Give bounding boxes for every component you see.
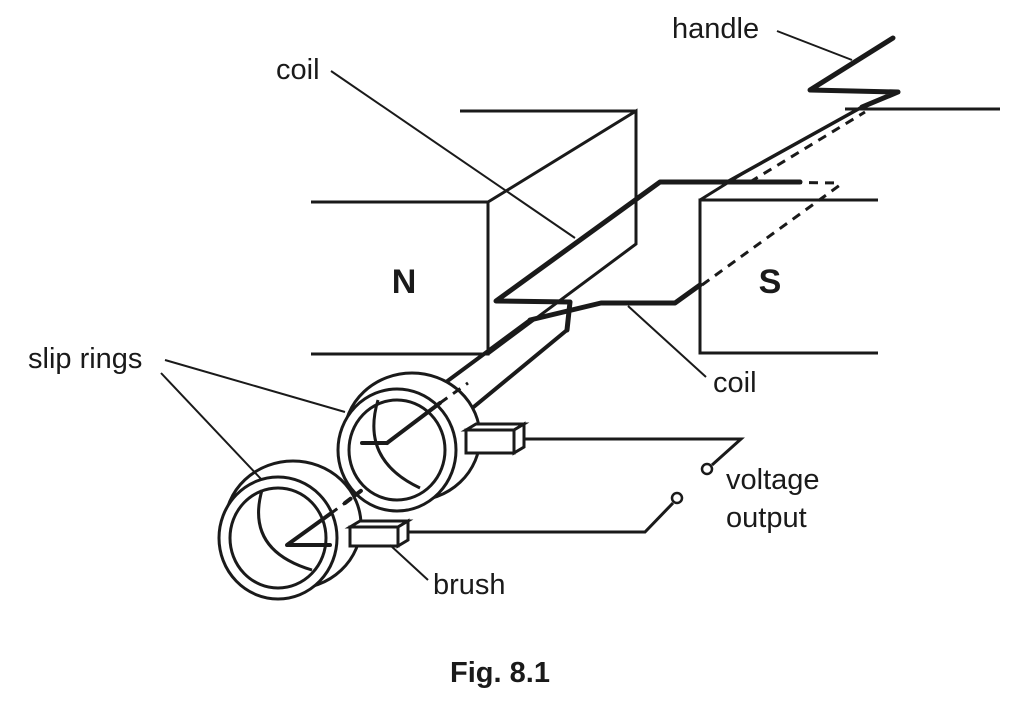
south-magnet bbox=[698, 107, 1000, 355]
slip-ring-front bbox=[217, 459, 363, 601]
coil-front-loop bbox=[493, 179, 803, 333]
brush-lower-side bbox=[396, 518, 410, 549]
north-magnet-side-face bbox=[487, 108, 638, 356]
leader-slip-ring-back bbox=[164, 359, 346, 413]
south-pole-label: S bbox=[759, 263, 782, 301]
shaft-visible-between bbox=[343, 488, 364, 505]
label-brush: brush bbox=[433, 569, 506, 601]
slip-ring-front-face bbox=[217, 475, 339, 601]
output-wire-upper bbox=[524, 437, 745, 467]
output-wire-lower bbox=[408, 501, 675, 534]
coil-lower-side bbox=[527, 282, 703, 323]
coil-upper-arm bbox=[725, 105, 864, 184]
brush-upper bbox=[460, 421, 530, 456]
south-magnet-front-face bbox=[698, 198, 878, 355]
leader-brush bbox=[389, 544, 429, 581]
brush-upper-front bbox=[464, 428, 516, 455]
label-output: output bbox=[726, 502, 807, 534]
shaft-line-upper bbox=[468, 328, 569, 412]
slip-ring-back-arc bbox=[372, 399, 421, 490]
label-handle: handle bbox=[672, 13, 759, 45]
output-terminal-lower[interactable] bbox=[670, 491, 684, 505]
output-terminal-upper[interactable] bbox=[700, 462, 714, 476]
leader-handle bbox=[776, 30, 853, 61]
label-voltage: voltage bbox=[726, 464, 820, 496]
handle-crank bbox=[807, 35, 901, 110]
figure-caption: Fig. 8.1 bbox=[450, 657, 550, 689]
label-slip-rings: slip rings bbox=[28, 343, 142, 375]
leader-slip-ring-front bbox=[160, 372, 263, 481]
slip-ring-back-face bbox=[336, 387, 458, 513]
brush-upper-side bbox=[512, 421, 526, 456]
leader-coil-bottom bbox=[627, 305, 707, 378]
coil-hidden-edge-lower bbox=[701, 183, 841, 287]
slip-ring-back-shaft bbox=[385, 401, 442, 445]
north-magnet bbox=[311, 108, 638, 356]
coil-hidden-edge-diagonal bbox=[749, 110, 866, 184]
label-coil-top: coil bbox=[276, 54, 320, 86]
north-magnet-front-face bbox=[311, 200, 490, 356]
label-coil-bottom: coil bbox=[713, 367, 757, 399]
slip-ring-back-inner bbox=[347, 398, 447, 502]
leader-coil-top bbox=[330, 70, 576, 239]
brush-lower-front bbox=[348, 525, 400, 548]
coil bbox=[493, 105, 866, 333]
north-pole-label: N bbox=[392, 263, 417, 301]
shaft-hidden-back bbox=[439, 381, 469, 405]
slip-ring-front-spoke bbox=[285, 512, 332, 547]
slip-ring-front-inner bbox=[228, 486, 328, 590]
brush-lower bbox=[344, 518, 414, 549]
slip-ring-front-arc bbox=[257, 489, 313, 572]
